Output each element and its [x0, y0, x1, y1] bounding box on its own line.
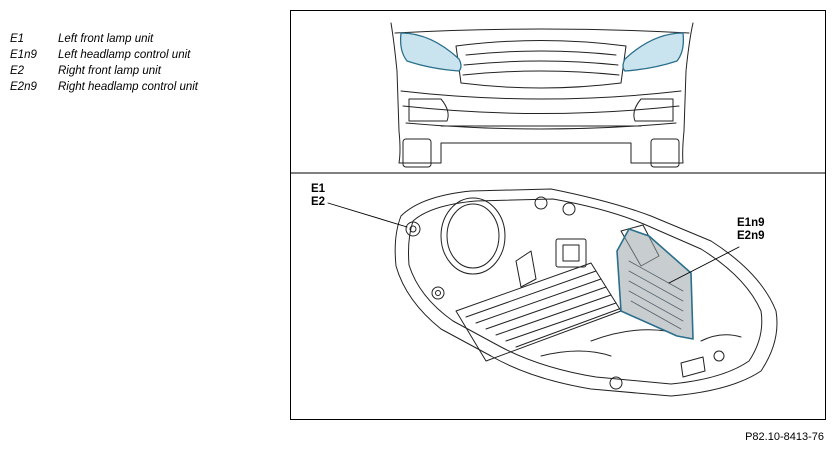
- figure-id: P82.10-8413-76: [745, 431, 824, 443]
- callout-label-e1: E1: [311, 183, 326, 195]
- legend-code: E1: [10, 33, 25, 45]
- lamp-callout: E1 E2: [311, 183, 325, 209]
- legend-description: Left front lamp unit: [58, 33, 154, 45]
- callout-label-e1n9: E1n9: [737, 217, 765, 229]
- control-unit-leader-line: [668, 246, 740, 284]
- figure-svg: [291, 22, 825, 397]
- headlamp-control-unit-highlight: [616, 228, 694, 340]
- legend-row-e2: E2 Right front lamp unit: [10, 63, 280, 79]
- vehicle-front-view: [390, 22, 694, 168]
- headlamp-rear-view: [394, 188, 778, 397]
- legend-description: Right front lamp unit: [58, 65, 161, 77]
- callout-label-e2n9: E2n9: [737, 230, 765, 242]
- lamp-leader-line: [327, 202, 408, 228]
- legend: E1 Left front lamp unit E1n9 Left headla…: [10, 31, 280, 95]
- figure-frame: E1 E2 E1n9 E2n9: [290, 10, 826, 420]
- control-unit-callout: E1n9 E2n9: [737, 217, 765, 243]
- left-front-lamp-highlight: [399, 32, 462, 72]
- legend-description: Right headlamp control unit: [58, 81, 198, 93]
- legend-row-e1n9: E1n9 Left headlamp control unit: [10, 47, 280, 63]
- legend-description: Left headlamp control unit: [58, 49, 191, 61]
- legend-code: E2n9: [10, 81, 37, 93]
- callout-label-e2: E2: [311, 196, 326, 208]
- legend-code: E1n9: [10, 49, 37, 61]
- control-unit-fins: [628, 260, 684, 330]
- legend-row-e2n9: E2n9 Right headlamp control unit: [10, 79, 280, 95]
- legend-code: E2: [10, 65, 25, 77]
- right-front-lamp-highlight: [622, 32, 685, 72]
- legend-row-e1: E1 Left front lamp unit: [10, 31, 280, 47]
